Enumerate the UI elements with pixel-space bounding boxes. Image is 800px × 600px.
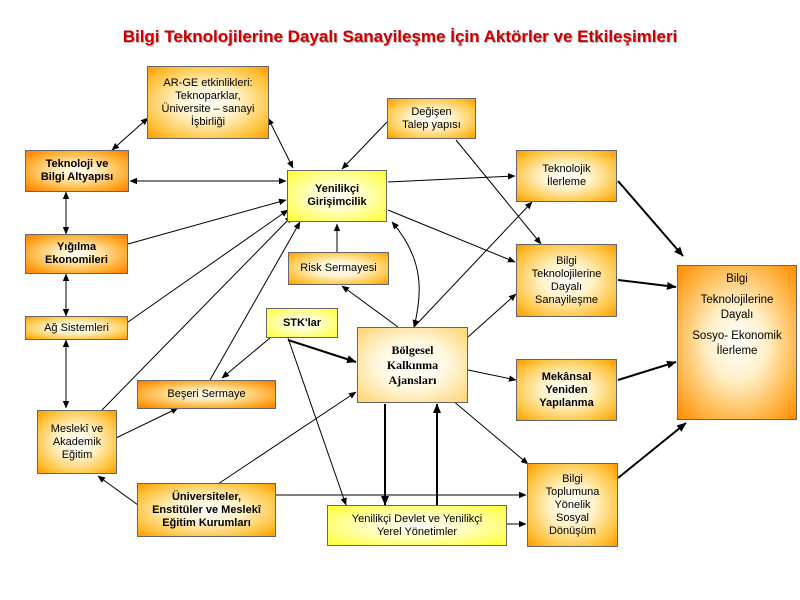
edge-arge-girisimcilik [267, 117, 294, 169]
node-toplum-line-5: Dönüşüm [548, 524, 597, 537]
edge-universite-bka [217, 391, 357, 485]
node-teknoloji-altyapi: Teknoloji ve Bilgi Altyapısı [25, 150, 129, 192]
node-degisen-line-1: Değişen [411, 105, 452, 118]
node-degisen: Değişen Talep yapısı [387, 98, 476, 139]
node-devlet-line-1: Yenilikçi Devlet ve Yenilikçi [351, 512, 483, 525]
node-yigilma: Yığılma Ekonomileri [25, 234, 128, 274]
node-stk-line-1: STK'lar [282, 316, 322, 329]
edge-meslek-girisimcilik [101, 215, 293, 411]
node-yigilma-line-1: Yığılma [56, 241, 97, 253]
node-stk: STK'lar [266, 308, 338, 338]
edge-girisimcilik-bka [391, 221, 420, 328]
node-universite-line-3: Eğitim Kurumları [162, 516, 251, 529]
node-risk: Risk Sermayesi [288, 252, 389, 285]
node-tek-ilerleme: Teknolojik İlerleme [516, 150, 617, 202]
node-arge-line-1: AR-GE etkinlikleri: [163, 76, 253, 89]
edge-girisimcilik-ilerleme [387, 173, 516, 183]
node-girisimcilik: Yenilikçi Girişimcilik [287, 170, 387, 222]
edge-ag-girisimcilik [127, 209, 289, 323]
node-arge-line-4: İşbirliği [190, 115, 226, 128]
node-bilgi-sosyo-line-5: İlerleme [716, 345, 758, 357]
node-bka: Bölgesel Kalkınma Ajansları [357, 327, 468, 403]
edge-degisen-girisimcilik [341, 121, 388, 170]
node-btd-sanayi: Bilgi Teknolojilerine Dayalı Sanayileşme [516, 244, 617, 317]
node-teknoloji-altyapi-line-2: Bilgi Altyapısı [40, 171, 114, 183]
node-meslek: Meslekî ve Akademik Eğitim [37, 410, 117, 474]
edge-toplum-sosyo [617, 422, 687, 479]
node-btd-sanayi-line-1: Bilgi [556, 254, 577, 267]
node-toplum-line-3: Yönelik [554, 498, 591, 511]
node-meslek-line-3: Eğitim [61, 448, 93, 461]
edge-mekansal-sosyo [617, 360, 677, 381]
edge-stk-bka [287, 339, 357, 364]
node-btd-sanayi-line-4: Sanayileşme [535, 293, 598, 306]
node-ag-line-1: Ağ Sistemleri [44, 321, 109, 334]
node-risk-line-1: Risk Sermayesi [300, 262, 377, 274]
edge-degisen-sanayi [455, 139, 542, 245]
edge-sanayi-sosyo [617, 279, 677, 290]
node-toplum-line-4: Sosyal [555, 511, 590, 524]
node-btd-sanayi-line-3: Dayalı [550, 280, 583, 293]
edge-meslek-beseri [115, 407, 179, 439]
node-toplum: Bilgi Toplumuna Yönelik Sosyal Dönüşüm [527, 463, 618, 547]
node-teknoloji-altyapi-line-1: Teknoloji ve [45, 158, 109, 170]
node-degisen-line-2: Talep yapısı [402, 118, 461, 131]
node-universite-line-1: Üniversiteler, [171, 490, 242, 503]
node-devlet: Yenilikçi Devlet ve Yenilikçi Yerel Yöne… [327, 505, 507, 546]
edge-altyapi-arge [111, 117, 149, 151]
node-arge-line-2: Teknoparklar, [175, 89, 241, 102]
edge-yigilma-girisimcilik [127, 198, 287, 245]
edge-universite-meslek [97, 475, 139, 506]
node-devlet-line-2: Yerel Yönetimler [376, 525, 458, 538]
node-bka-line-3: Ajansları [388, 372, 437, 387]
edge-bka-ilerleme [413, 201, 533, 328]
node-yigilma-line-2: Ekonomileri [45, 254, 108, 266]
node-arge: AR-GE etkinlikleri: Teknoparklar, Üniver… [147, 66, 269, 139]
node-mekansal-line-2: Yeniden [545, 383, 588, 396]
edge-ilerleme-sosyo [617, 180, 684, 257]
edge-stk-beseri [221, 337, 271, 379]
node-arge-line-3: Üniversite – sanayi [161, 102, 255, 115]
node-girisimcilik-line-1: Yenilikçi [314, 183, 360, 195]
node-meslek-line-1: Meslekî ve [50, 422, 104, 435]
edge-girisimcilik-sanayi [387, 209, 516, 263]
node-tek-ilerleme-line-2: İlerleme [546, 176, 587, 188]
edge-bka-risk [341, 285, 399, 328]
edge-bka-sanayi [467, 293, 517, 338]
node-beseri-line-1: Beşeri Sermaye [167, 388, 246, 400]
node-bka-line-2: Kalkınma [386, 357, 439, 372]
node-mekansal: Mekânsal Yeniden Yapılanma [516, 359, 617, 421]
node-girisimcilik-line-2: Girişimcilik [307, 196, 367, 208]
node-tek-ilerleme-line-1: Teknolojik [542, 163, 591, 175]
node-bilgi-sosyo-line-1: Bilgi [726, 273, 748, 285]
node-bilgi-sosyo: Bilgi Teknolojilerine Dayalı Sosyo- Ekon… [677, 265, 797, 420]
node-toplum-line-2: Toplumuna [545, 485, 600, 498]
node-bka-line-1: Bölgesel [391, 342, 434, 357]
node-bilgi-sosyo-line-2: Teknolojilerine [700, 294, 774, 306]
node-ag: Ağ Sistemleri [25, 316, 128, 340]
node-universite-line-2: Enstitüler ve Meslekî [152, 503, 261, 516]
node-meslek-line-2: Akademik [52, 435, 102, 448]
edge-beseri-girisimcilik [209, 221, 301, 381]
node-bilgi-sosyo-line-4: Sosyo- Ekonomik [692, 330, 782, 342]
edge-stk-devlet [287, 337, 347, 506]
diagram-title: Bilgi Teknolojilerine Dayalı Sanayileşme… [122, 27, 678, 46]
edge-bka-mekansal [467, 369, 517, 382]
node-btd-sanayi-line-2: Teknolojilerine [531, 267, 602, 280]
node-mekansal-line-1: Mekânsal [541, 370, 592, 383]
node-toplum-line-1: Bilgi [562, 472, 583, 485]
node-bilgi-sosyo-line-3: Dayalı [720, 309, 754, 321]
node-beseri: Beşeri Sermaye [137, 380, 276, 409]
edge-bka-toplum [451, 399, 529, 465]
node-universite: Üniversiteler, Enstitüler ve Meslekî Eği… [137, 483, 276, 537]
node-mekansal-line-3: Yapılanma [539, 396, 594, 409]
